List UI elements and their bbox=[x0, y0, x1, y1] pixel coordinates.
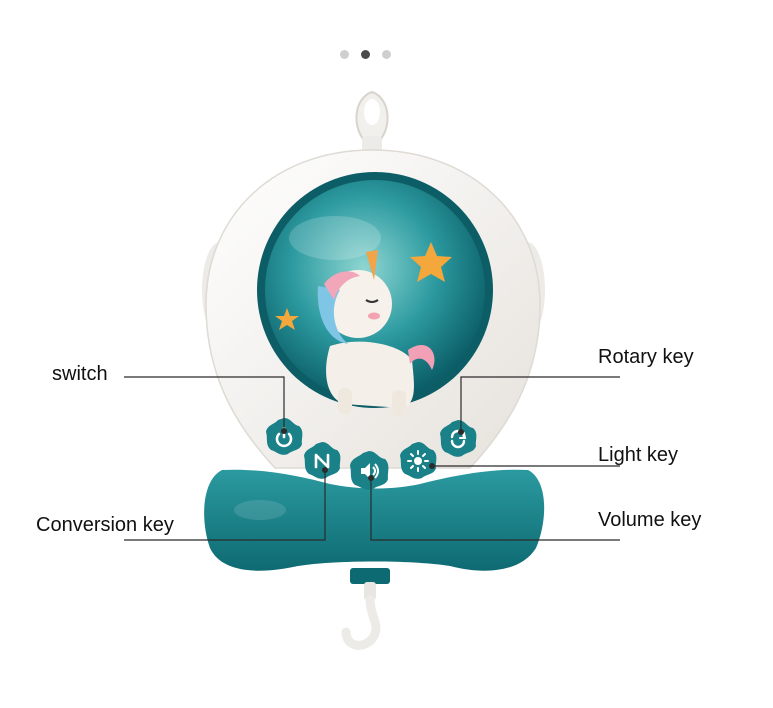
dome-highlight bbox=[289, 216, 381, 260]
switch-leader-line bbox=[124, 376, 285, 431]
speaker-icon bbox=[361, 463, 379, 479]
volume-leader-line bbox=[370, 478, 620, 541]
volume-key-label: Volume key bbox=[598, 509, 702, 531]
rotary-button[interactable] bbox=[440, 420, 477, 457]
light-button[interactable] bbox=[400, 442, 437, 479]
carousel-dot-2-active[interactable] bbox=[361, 49, 370, 59]
switch-button[interactable] bbox=[266, 418, 303, 455]
swap-icon bbox=[314, 453, 330, 469]
switch-endpoint bbox=[281, 428, 287, 434]
rotary-key-label: Rotary key bbox=[598, 346, 694, 368]
carousel-dots bbox=[340, 48, 402, 60]
conversion-endpoint bbox=[322, 467, 328, 473]
switch-label: switch bbox=[52, 363, 108, 385]
conversion-key-label: Conversion key bbox=[36, 514, 174, 536]
light-endpoint bbox=[429, 463, 435, 469]
leader-lines bbox=[124, 376, 620, 541]
conversion-button[interactable] bbox=[304, 442, 341, 479]
carousel-dot-1[interactable] bbox=[340, 49, 349, 59]
star-small-icon bbox=[275, 308, 299, 330]
rotary-leader-line bbox=[460, 376, 620, 432]
volume-endpoint bbox=[368, 475, 374, 481]
rotary-endpoint bbox=[458, 429, 464, 435]
star-large-icon bbox=[410, 242, 452, 282]
carousel-dot-3[interactable] bbox=[382, 49, 391, 59]
teal-base bbox=[204, 469, 545, 571]
volume-button[interactable] bbox=[350, 451, 389, 490]
unicorn-figure bbox=[317, 250, 435, 416]
hanging-ring bbox=[355, 90, 389, 152]
rotate-icon bbox=[450, 429, 467, 449]
conversion-leader-line bbox=[124, 470, 326, 541]
bottom-hook bbox=[341, 568, 390, 650]
sun-icon bbox=[407, 450, 429, 472]
leader-endpoints bbox=[281, 428, 464, 481]
light-key-label: Light key bbox=[598, 444, 679, 466]
